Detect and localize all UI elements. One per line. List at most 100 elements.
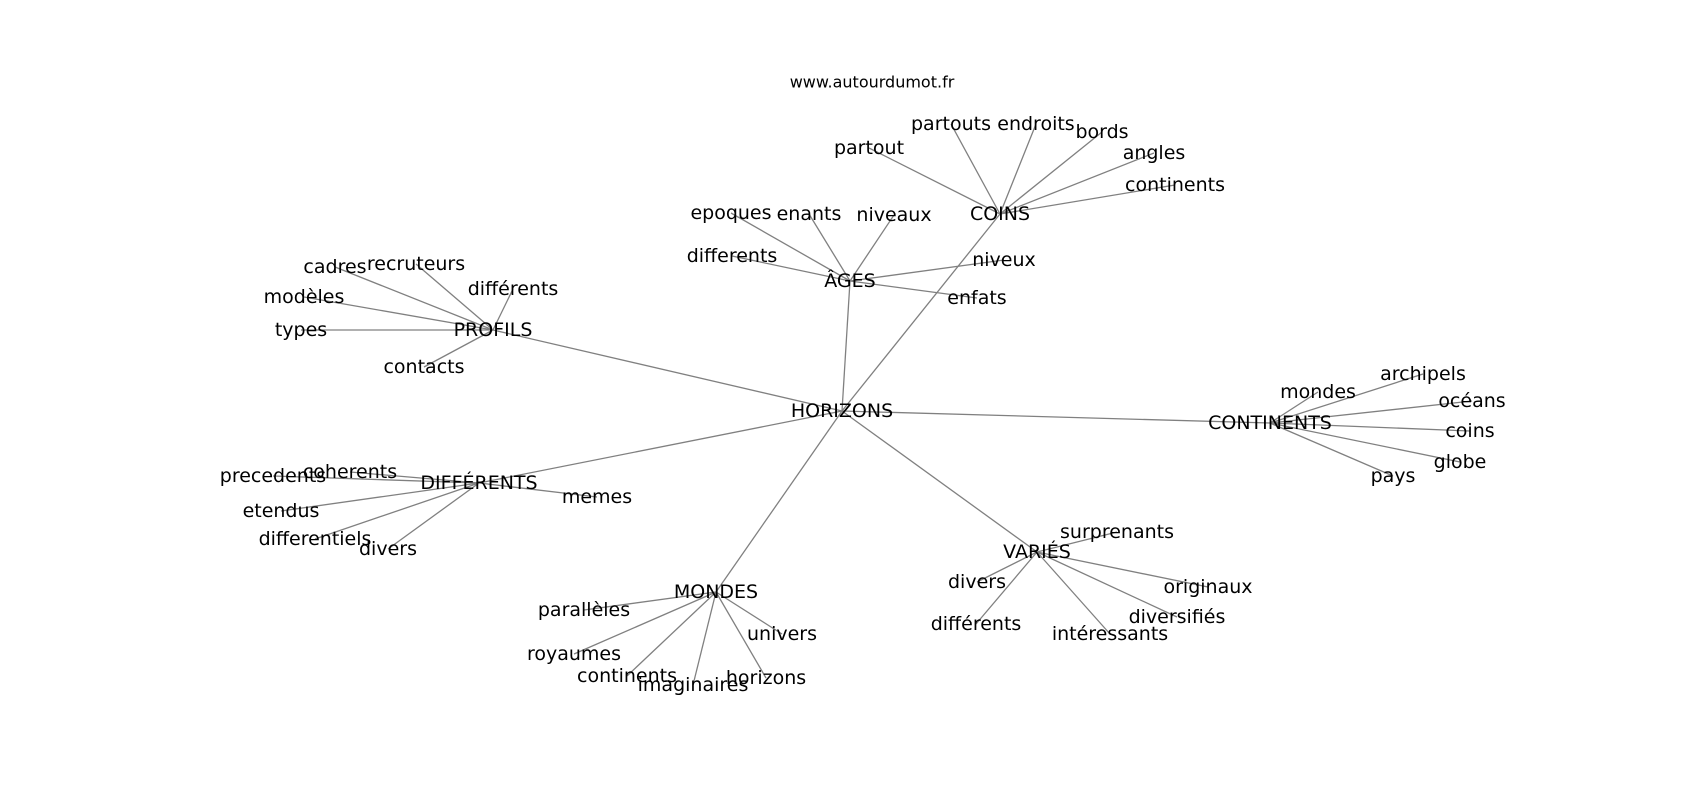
leaf-node: coherents (303, 461, 397, 483)
center-edge (841, 410, 1038, 553)
leaf-node: royaumes (527, 643, 621, 665)
leaf-node: differents (687, 245, 778, 267)
leaf-node: niveaux (856, 204, 931, 226)
leaf-edge (868, 147, 1001, 215)
leaf-edge (808, 213, 851, 282)
leaf-node: originaux (1163, 576, 1252, 598)
leaf-edge (349, 471, 480, 484)
leaf-node: parallèles (538, 599, 630, 621)
leaf-edge (1269, 422, 1471, 432)
leaf-node: memes (562, 486, 632, 508)
word-map-edges (272, 123, 1473, 686)
leaf-edge (976, 551, 1038, 583)
leaf-edge (975, 551, 1038, 625)
leaf-node: imaginaires (638, 674, 749, 696)
leaf-edge (715, 591, 783, 635)
group-node: PROFILS (454, 319, 533, 341)
center-edge (478, 410, 843, 484)
leaf-edge (999, 184, 1176, 215)
leaf-edge (1269, 373, 1424, 424)
leaf-node: contacts (383, 356, 464, 378)
leaf-node: coins (1445, 420, 1494, 442)
leaf-node: partouts (911, 113, 991, 135)
center-edge (715, 410, 843, 593)
leaf-node: océans (1438, 390, 1505, 412)
leaf-node: bords (1075, 121, 1128, 143)
leaf-edge (314, 482, 480, 540)
group-node: DIFFÉRENTS (420, 471, 537, 494)
group-node: CONTINENTS (1208, 412, 1332, 434)
source-url: www.autourdumot.fr (790, 73, 955, 92)
group-node: VARIÉS (1003, 540, 1071, 563)
leaf-node: pays (1371, 465, 1416, 487)
leaf-node: intéressants (1052, 623, 1168, 645)
leaf-edge (849, 259, 1005, 282)
leaf-node: divers (359, 538, 417, 560)
leaf-edge (1269, 422, 1394, 477)
leaf-edge (583, 591, 717, 611)
leaf-edge (692, 591, 717, 686)
leaf-edge (849, 280, 978, 299)
leaf-node: modèles (264, 286, 345, 308)
center-node: HORIZONS (791, 400, 893, 422)
leaf-edge (303, 296, 494, 331)
leaf-node: cadres (303, 256, 366, 278)
leaf-node: differentiels (259, 528, 372, 550)
leaf-edge (387, 482, 480, 550)
leaf-edge (1036, 551, 1111, 635)
leaf-node: enfats (947, 287, 1006, 309)
leaf-edge (1036, 531, 1118, 553)
leaf-edge (334, 266, 494, 331)
center-edge (841, 410, 1271, 424)
leaf-node: partout (834, 137, 904, 159)
center-edge (841, 213, 1001, 412)
leaf-node: différents (931, 613, 1022, 635)
leaf-edge (415, 263, 494, 331)
leaf-node: recruteurs (367, 253, 465, 275)
leaf-node: globe (1434, 451, 1487, 473)
leaf-edge (1269, 422, 1461, 463)
group-node: MONDES (674, 581, 758, 603)
leaf-node: etendus (243, 500, 320, 522)
leaf-edge (280, 482, 480, 512)
leaf-node: continents (577, 665, 677, 687)
leaf-node: horizons (726, 667, 806, 689)
leaf-edge (272, 475, 480, 484)
center-edge (841, 280, 851, 412)
leaf-edge (492, 288, 514, 331)
leaf-node: enants (777, 203, 842, 225)
leaf-node: epoques (690, 202, 771, 224)
leaf-edge (849, 214, 895, 282)
leaf-node: continents (1125, 174, 1225, 196)
word-map-labels: www.autourdumot.fr HORIZONS archipels mon… (220, 73, 1506, 697)
leaf-edge (999, 123, 1037, 215)
leaf-edge (731, 255, 851, 282)
leaf-node: endroits (997, 113, 1074, 135)
leaf-node: types (275, 319, 327, 341)
leaf-node: angles (1123, 142, 1186, 164)
group-node: COINS (970, 203, 1030, 225)
leaf-node: precedents (220, 465, 326, 487)
leaf-node: mondes (1280, 381, 1356, 403)
leaf-node: différents (468, 278, 559, 300)
leaf-edge (573, 591, 717, 655)
leaf-edge (1036, 551, 1178, 618)
leaf-edge (999, 152, 1155, 215)
leaf-edge (1269, 400, 1473, 424)
leaf-edge (478, 482, 598, 498)
leaf-edge (999, 131, 1103, 215)
leaf-edge (950, 123, 1001, 215)
leaf-node: archipels (1380, 363, 1466, 385)
leaf-edge (1036, 551, 1209, 588)
leaf-node: diversifiés (1129, 606, 1226, 628)
leaf-node: surprenants (1060, 521, 1174, 543)
leaf-node: niveux (972, 249, 1036, 271)
leaf-edge (730, 212, 851, 282)
leaf-edge (1269, 391, 1319, 424)
group-node: ÂGES (824, 269, 875, 292)
leaf-node: divers (948, 571, 1006, 593)
leaf-node: univers (747, 623, 817, 645)
center-edge (492, 329, 843, 412)
leaf-edge (715, 591, 767, 679)
